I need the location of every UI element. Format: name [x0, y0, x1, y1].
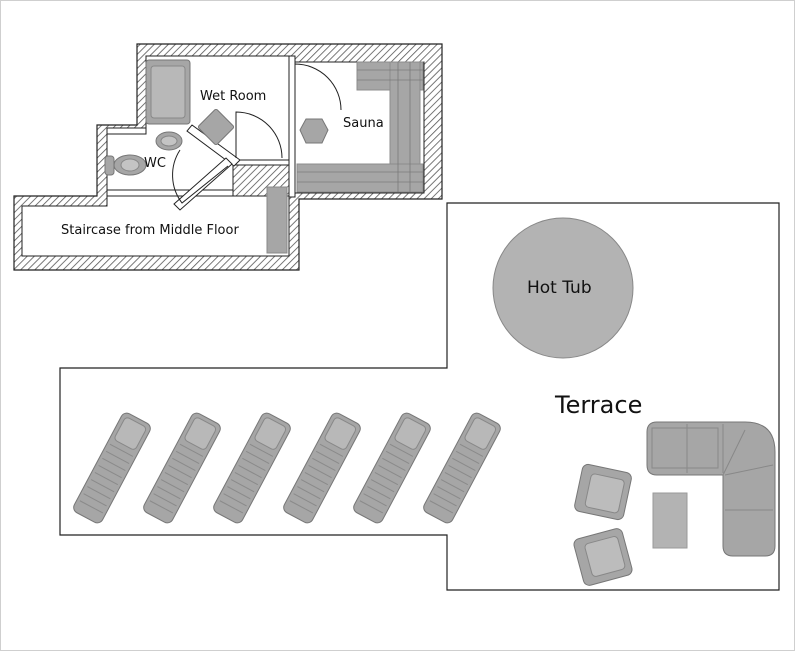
- sun-lounger: [143, 412, 221, 524]
- fixtures: [104, 59, 424, 254]
- room-label-wc: WC: [144, 156, 166, 171]
- walls: [13, 43, 443, 271]
- sun-lounger: [353, 412, 431, 524]
- doors: [172, 63, 342, 204]
- terrace-outline: [59, 202, 780, 591]
- staircase-rail: [266, 186, 288, 254]
- wet-room-basin: [197, 108, 235, 146]
- armchair: [573, 528, 633, 586]
- room-label-staircase: Staircase from Middle Floor: [61, 223, 239, 238]
- room-label-sauna: Sauna: [343, 116, 384, 131]
- label-terrace: Terrace: [554, 391, 642, 419]
- wet-room-door: [235, 111, 283, 159]
- wc-door: [172, 149, 229, 204]
- label-hot-tub: Hot Tub: [527, 278, 592, 298]
- sun-lounger: [283, 412, 361, 524]
- sun-loungers: [73, 412, 501, 524]
- coffee-table: [652, 492, 688, 549]
- sauna-stove: [299, 118, 329, 144]
- room-label-wet-room: Wet Room: [200, 89, 266, 104]
- sun-lounger: [213, 412, 291, 524]
- hot-tub: [492, 217, 634, 359]
- sun-lounger: [423, 412, 501, 524]
- corner-sofa: [646, 421, 776, 557]
- armchairs: [573, 463, 633, 586]
- sauna-door: [294, 63, 342, 111]
- armchair: [574, 463, 632, 521]
- sauna-bench: [296, 61, 424, 193]
- sun-lounger: [73, 412, 151, 524]
